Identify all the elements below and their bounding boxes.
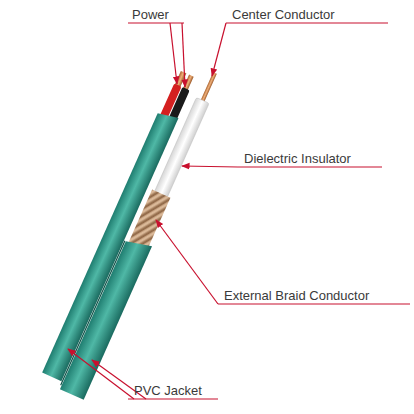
part-label: Power xyxy=(132,7,169,22)
leader-line xyxy=(182,166,238,167)
leader-line xyxy=(156,220,218,304)
leader-line xyxy=(212,23,226,76)
leader-line xyxy=(182,23,185,87)
power-jacket xyxy=(42,110,178,382)
label-underline xyxy=(128,398,218,399)
coax-jacket xyxy=(60,236,152,400)
leader-lines xyxy=(68,23,410,399)
label-underline xyxy=(226,22,388,23)
cable-body xyxy=(39,58,227,399)
part-label: PVC Jacket xyxy=(134,383,202,398)
leader-line xyxy=(170,23,177,84)
leader-line xyxy=(68,349,134,399)
label-underline xyxy=(218,303,410,304)
label-underline xyxy=(238,166,382,167)
jacket-seam xyxy=(61,241,125,385)
label-underline xyxy=(128,22,184,23)
part-label: Center Conductor xyxy=(232,7,335,22)
part-label: External Braid Conductor xyxy=(224,288,369,303)
part-label: Dielectric Insulator xyxy=(244,151,351,166)
